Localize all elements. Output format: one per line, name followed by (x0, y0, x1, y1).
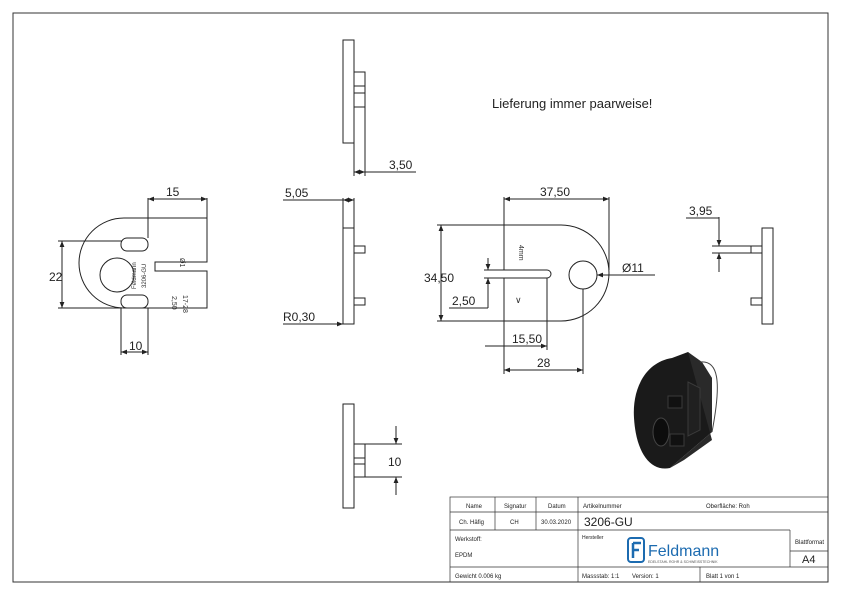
dim-37-50: 37,50 (540, 185, 570, 199)
delivery-note: Lieferung immer paarweise! (492, 96, 652, 111)
tb-gewicht: Gewicht 0.006 kg (455, 574, 501, 580)
tb-name: Ch. Häfig (459, 520, 484, 526)
tb-h-blattformat: Blattformat (795, 540, 824, 546)
dim-10: 10 (129, 339, 143, 353)
tb-massstab: Massstab: 1:1 (582, 574, 620, 580)
dim-3-95: 3,95 (689, 204, 713, 218)
tb-blattformat: A4 (802, 554, 815, 566)
back-view (437, 196, 655, 374)
tb-h-oberflaeche: Oberfläche: Roh (706, 504, 750, 510)
tb-h-werkstoff: Werkstoff: (455, 537, 482, 543)
engraving-size: 2,50 (170, 296, 177, 310)
engraving-arrow: ∨ (515, 295, 522, 305)
title-block (449, 496, 829, 583)
front-engravings: Feldmann 3206-GU Ø1 2,50 17-28 (132, 258, 188, 313)
tb-datum: 30.03.2020 (541, 520, 572, 526)
tb-werkstoff: EPDM (455, 553, 472, 559)
tb-artikel: 3206-GU (584, 515, 633, 529)
dim-10-bottom: 10 (388, 455, 402, 469)
feldmann-logo: Feldmann EDELSTAHL ROHR & SCHWEISSTECHNI… (627, 537, 719, 564)
engraving-brand: Feldmann (132, 262, 138, 289)
dim-3-50: 3,50 (389, 158, 413, 172)
front-view (58, 196, 208, 355)
dim-28: 28 (537, 356, 551, 370)
tb-h-datum: Datum (548, 504, 566, 510)
tb-blatt: Blatt 1 von 1 (706, 574, 740, 580)
engraving-article: 3206-GU (142, 264, 148, 288)
tb-h-hersteller: Hersteller (582, 535, 604, 541)
side-view-top (342, 39, 416, 176)
dim-dia-11: Ø11 (622, 261, 644, 275)
side-view-right (686, 217, 774, 325)
dim-15: 15 (166, 185, 180, 199)
dim-15-50: 15,50 (512, 332, 542, 346)
tb-h-artikel: Artikelnummer (583, 504, 622, 510)
dim-r0-30: R0,30 (283, 310, 315, 324)
dim-5-05: 5,05 (285, 186, 309, 200)
tb-h-name: Name (466, 504, 483, 510)
side-view-bottom (342, 403, 402, 509)
tb-version: Version: 1 (632, 574, 659, 580)
side-view-middle (283, 197, 366, 327)
sheet-border (12, 12, 829, 583)
tb-h-signatur: Signatur (504, 504, 526, 510)
engraving-range: 17-28 (181, 295, 188, 313)
dim-2-50: 2,50 (452, 294, 476, 308)
dim-22: 22 (49, 270, 63, 284)
title-block-text: Name Signatur Datum Ch. Häfig CH 30.03.2… (455, 504, 824, 580)
engraving-dia: Ø1 (178, 258, 185, 267)
dim-34-50: 34,50 (424, 271, 454, 285)
engraving-4mm: 4mm (517, 245, 524, 261)
logo-text: Feldmann (648, 543, 719, 560)
logo-subtext: EDELSTAHL ROHR & SCHWEISSTECHNIK (648, 560, 718, 564)
tb-signatur: CH (510, 520, 519, 526)
isometric-view (633, 352, 718, 469)
